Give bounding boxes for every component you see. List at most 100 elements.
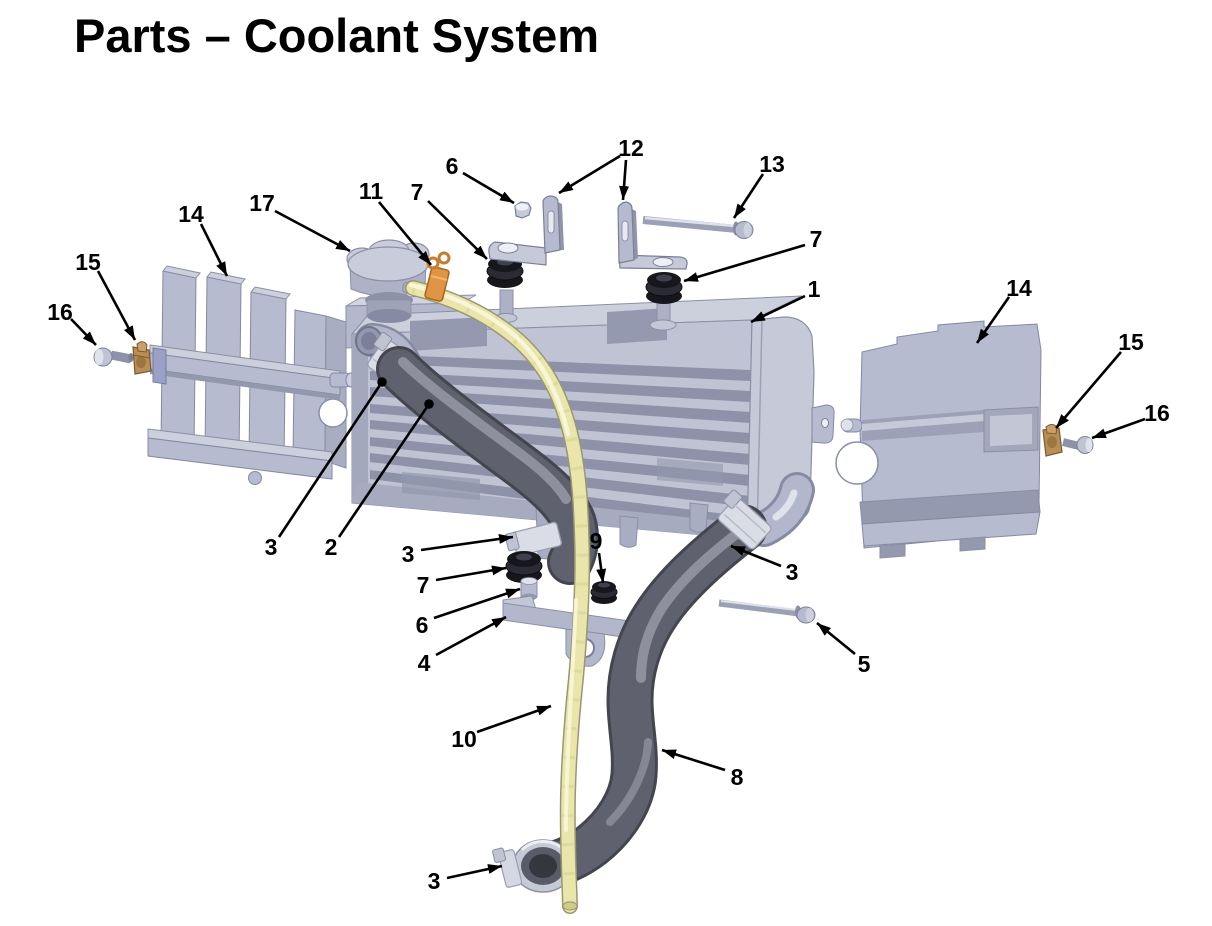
leader-line: [274, 209, 351, 253]
callout-5: 5: [816, 621, 871, 677]
bolt-5: [718, 599, 816, 624]
right-louver-notch: [835, 441, 879, 485]
bolt-13: [642, 216, 754, 239]
part-number-label: 10: [451, 726, 477, 752]
leader-line: [619, 159, 630, 201]
callout-12: 12: [558, 135, 644, 201]
grommet-top-right: [645, 272, 683, 304]
callout-13: 13: [732, 151, 785, 219]
callout-10: 10: [451, 704, 552, 752]
callout-3-bottom-center: 3: [402, 534, 514, 567]
callout-3-upper-left: 3: [265, 377, 387, 560]
callout-3-right: 3: [730, 544, 799, 585]
part-number-label: 3: [428, 868, 441, 894]
hose-clamp-end: [492, 847, 523, 888]
leader-line: [377, 201, 433, 266]
leader-line: [683, 243, 806, 283]
callout-6-bottom: 6: [416, 587, 521, 638]
part-number-label: 7: [417, 572, 430, 598]
callout-17: 17: [249, 190, 351, 253]
part-number-label: 14: [1006, 275, 1032, 301]
left-louver-notch: [318, 398, 348, 428]
leader-line: [732, 173, 765, 219]
part-number-label: 3: [265, 534, 278, 560]
leader-line: [435, 565, 507, 582]
callout-9: 9: [590, 528, 607, 584]
part-number-label: 1: [808, 276, 821, 302]
callout-1: 1: [750, 276, 821, 324]
leader-line: [337, 403, 431, 538]
hose-lower: [521, 504, 768, 890]
nut-top: [514, 201, 532, 219]
leader-line: [462, 171, 515, 205]
callout-11: 11: [359, 178, 433, 266]
leader-line: [750, 294, 806, 324]
leader-line: [70, 318, 97, 346]
leader-line: [96, 270, 137, 341]
leader-line: [596, 552, 607, 584]
clip-nut-15-left: [132, 341, 152, 375]
part-number-label: 6: [416, 612, 429, 638]
leader-line: [558, 154, 621, 195]
leader-line: [476, 704, 552, 734]
callout-7-top-right: 7: [683, 226, 823, 283]
callout-7-top-left: 7: [411, 179, 488, 260]
part-number-label: 8: [731, 764, 744, 790]
leader-dot: [377, 377, 387, 387]
leader-line: [1055, 351, 1122, 429]
part-number-label: 3: [786, 559, 799, 585]
bolt-16-right: [1062, 436, 1094, 454]
right-louver: [835, 320, 1042, 559]
part-number-label: 14: [178, 201, 204, 227]
leader-line: [1091, 417, 1146, 440]
part-number-label: 4: [418, 650, 431, 676]
leader-line: [435, 615, 507, 657]
leader-line: [420, 534, 514, 552]
part-number-label: 5: [858, 651, 871, 677]
callout-3-hose-end: 3: [428, 864, 503, 894]
left-louver-stud: [248, 471, 262, 485]
hose-clamp-right: [717, 489, 772, 550]
part-number-label: 12: [618, 135, 644, 161]
leader-line: [446, 864, 503, 880]
callout-15-left: 15: [75, 249, 137, 341]
leader-line: [277, 381, 384, 538]
bracket-left: [488, 195, 564, 266]
leader-dot: [424, 399, 434, 409]
clip-nut-15-right: [1042, 424, 1063, 457]
hose-end-opening: [512, 839, 574, 893]
part-number-label: 9: [590, 528, 603, 554]
page-title: Parts – Coolant System: [74, 9, 600, 62]
callout-15-right: 15: [1055, 329, 1144, 429]
callout-6-top: 6: [446, 153, 515, 205]
part-number-label: 7: [411, 179, 424, 205]
bracket-right: [617, 201, 688, 270]
grommet-9: [590, 581, 618, 604]
part-number-label: 15: [75, 249, 101, 275]
bolt-16-left: [93, 347, 134, 367]
callout-16-right: 16: [1091, 400, 1170, 440]
callout-2: 2: [325, 399, 434, 560]
part-number-label: 11: [359, 178, 384, 204]
leader-line: [427, 200, 488, 260]
part-number-label: 16: [1144, 400, 1170, 426]
callout-14-right: 14: [975, 275, 1032, 344]
part-number-label: 17: [249, 190, 275, 216]
callout-8: 8: [661, 748, 744, 790]
part-number-label: 6: [446, 153, 459, 179]
part-number-label: 3: [402, 541, 415, 567]
leader-line: [199, 223, 229, 277]
callout-4: 4: [418, 615, 507, 676]
callout-16-left: 16: [47, 299, 97, 346]
leader-line: [975, 296, 1011, 344]
leader-line: [730, 544, 782, 568]
spring-clamp-11: [424, 251, 451, 302]
part-number-label: 7: [810, 226, 823, 252]
leader-line: [661, 748, 726, 772]
part-number-label: 15: [1118, 329, 1144, 355]
part-number-label: 2: [325, 534, 338, 560]
callout-7-bottom: 7: [417, 565, 507, 598]
leader-line: [816, 621, 856, 656]
